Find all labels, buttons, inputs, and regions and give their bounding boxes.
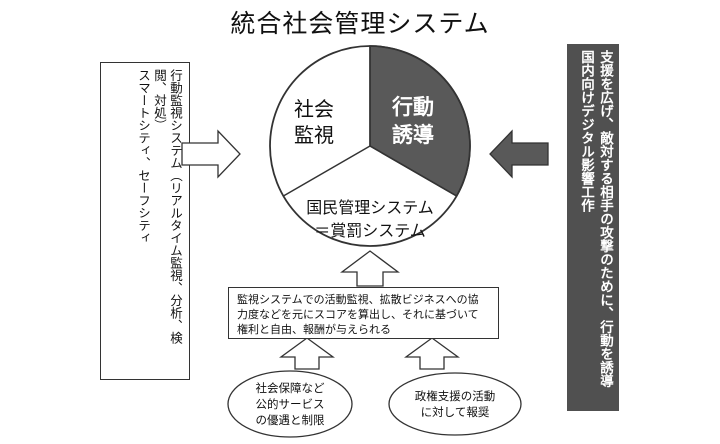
circle-segment-right-fill (369, 45, 471, 198)
ellipse-left-line-3: の優遇と制限 (255, 413, 325, 427)
right-box-line-1: 支援を広げ、敵対する相手の攻撃のために、行動を誘導 (597, 50, 613, 388)
circle-divider-lower-left (283, 145, 371, 197)
bottom-box-line-2: 力度などを元にスコアを算出し、それに基づいて (237, 308, 479, 321)
left-box-line-1: 行動監視システム（リアルタイム監視、分析、検 (168, 69, 183, 344)
diagram-title: 統合社会管理システム (230, 9, 490, 38)
right-arrow-icon (489, 129, 549, 179)
ellipse-right-text: 政権支援の活動 に対して報奨 (400, 388, 510, 420)
segment-left-label-2: 監視 (294, 123, 334, 147)
ellipse-right-line-2: に対して報奨 (420, 405, 490, 419)
ellipse-left-line-1: 社会保障など (255, 381, 325, 395)
up-arrow-left-icon (279, 337, 335, 370)
score-calculation-box: 監視システムでの活動監視、拡散ビジネスへの協 力度などを元にスコアを算出し、それ… (228, 287, 499, 339)
bottom-box-line-1: 監視システムでの活動監視、拡散ビジネスへの協 (237, 293, 479, 306)
ellipse-right-line-1: 政権支援の活動 (414, 389, 496, 403)
segment-right-label-2: 誘導 (392, 123, 434, 147)
left-arrow-icon (181, 129, 241, 179)
bottom-box-line-3: 権利と自由、報酬が与えられる (237, 323, 391, 336)
domestic-influence-box: 支援を広げ、敵対する相手の攻撃のために、行動を誘導 国内向けデジタル影響工作 (567, 44, 619, 411)
right-box-line-2: 国内向けデジタル影響工作 (578, 50, 594, 212)
segment-bottom-label-1: 国民管理システム (306, 198, 434, 217)
up-arrow-right-icon (404, 337, 460, 370)
behavior-monitoring-box: 行動監視システム（リアルタイム監視、分析、検 閲、対処） スマートシティ、セーフ… (100, 62, 190, 380)
segment-right-label-1: 行動 (391, 95, 434, 119)
left-box-line-3: スマートシティ、セーフシティ (136, 69, 151, 244)
ellipse-reward (388, 372, 522, 436)
circle-divider-lower-right (369, 145, 457, 197)
up-arrow-main-icon (340, 250, 400, 287)
left-box-line-2: 閲、対処） (152, 69, 167, 132)
ellipse-left-line-2: 公的サービス (255, 397, 325, 411)
segment-left-label-1: 社会 (294, 97, 334, 121)
ellipse-public-services (227, 370, 353, 438)
ellipse-left-text: 社会保障など 公的サービス の優遇と制限 (240, 380, 340, 428)
segment-bottom-label-2: ＝賞罰システム (314, 221, 426, 240)
